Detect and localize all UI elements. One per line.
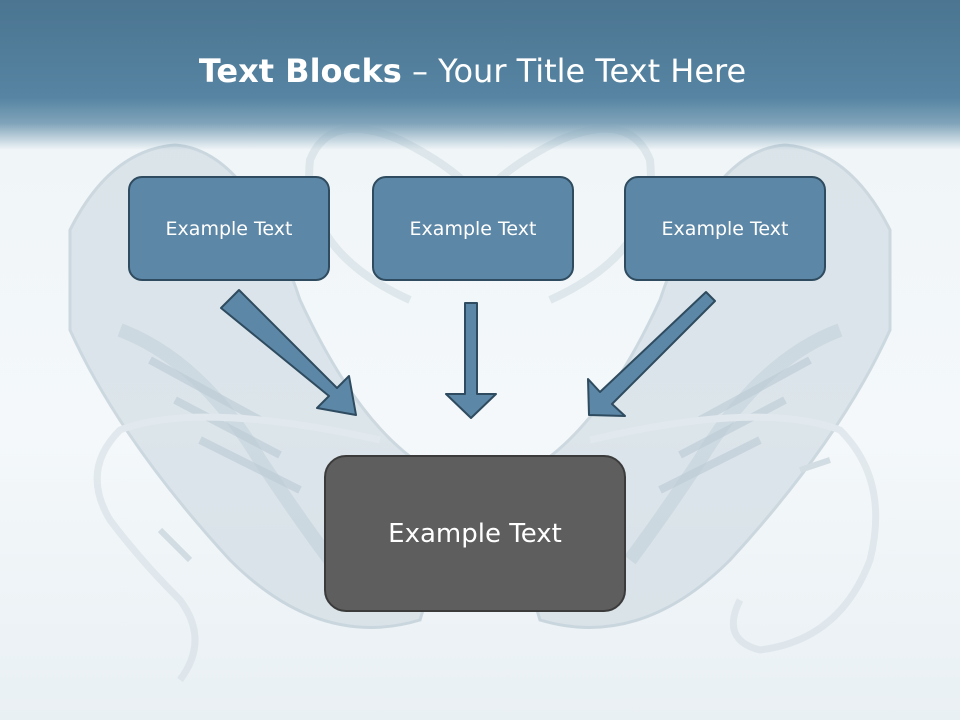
text-block-3-label: Example Text (661, 217, 789, 240)
center-text-block[interactable]: Example Text (324, 455, 626, 612)
text-block-2-label: Example Text (409, 217, 537, 240)
title-bold: Text Blocks (198, 52, 402, 90)
title-rest: – Your Title Text Here (401, 52, 747, 90)
text-block-3[interactable]: Example Text (624, 176, 826, 281)
arrow-center-down (445, 302, 497, 419)
arrow-left-diagonal (220, 289, 357, 416)
text-block-1-label: Example Text (165, 217, 293, 240)
title-bar (0, 0, 960, 150)
text-block-2[interactable]: Example Text (372, 176, 574, 281)
slide-title: Text Blocks – Your Title Text Here (0, 52, 945, 90)
text-block-1[interactable]: Example Text (128, 176, 330, 281)
arrow-right-diagonal (587, 291, 716, 417)
center-text-block-label: Example Text (388, 518, 562, 549)
